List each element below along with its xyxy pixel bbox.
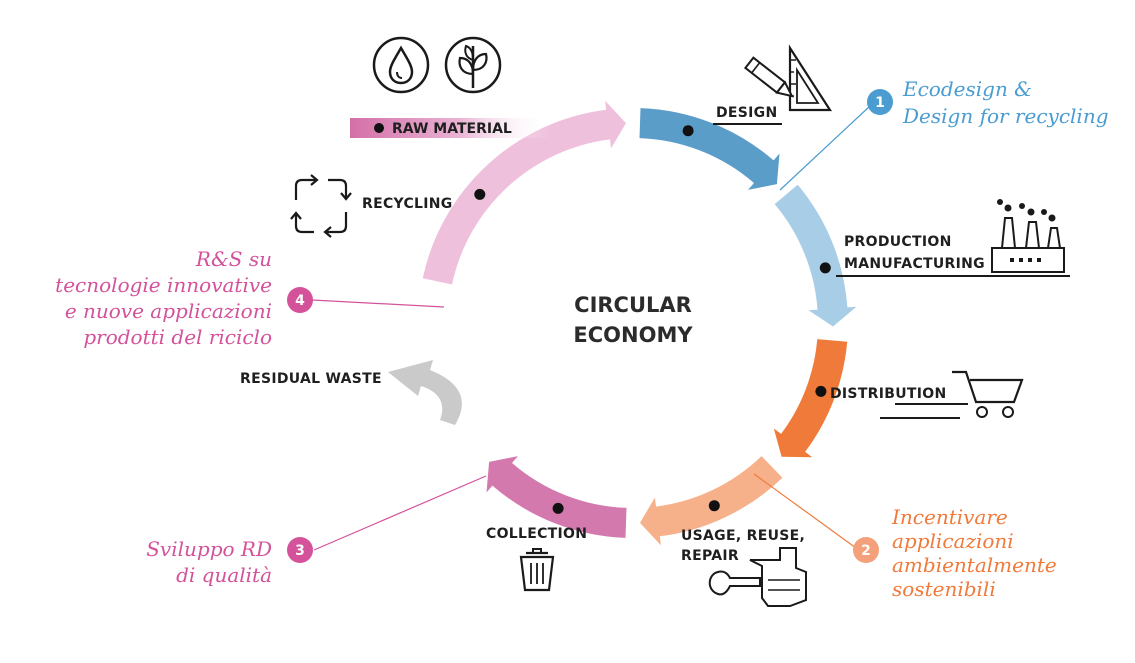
factory-icon — [991, 199, 1065, 273]
ring-segment-distribution-dot — [815, 385, 827, 397]
center-title-line1: CIRCULAR — [574, 293, 692, 317]
design-label: DESIGN — [716, 105, 778, 121]
note-2-line3: ambientalmente — [892, 553, 1057, 577]
raw-material-bar: RAW MATERIAL — [350, 118, 550, 138]
ring-segment-design — [639, 108, 780, 190]
note-4-badge — [287, 287, 313, 313]
note-2-line2: applicazioni — [892, 529, 1014, 553]
recycle-arrows-icon — [290, 174, 352, 238]
ring-segment-production — [774, 184, 857, 327]
raw-material-dot — [374, 123, 384, 133]
wrench-hand-icon — [708, 547, 807, 607]
production-label-line2: MANUFACTURING — [844, 256, 985, 272]
residual-waste-label: RESIDUAL WASTE — [240, 371, 382, 387]
usage-label-line2: REPAIR — [681, 548, 739, 564]
note-2-line1: Incentivare — [891, 505, 1008, 529]
note-4-number: 4 — [295, 293, 305, 309]
water-drop-icon — [372, 36, 430, 94]
usage-label-line1: USAGE, REUSE, — [681, 528, 805, 544]
ring — [388, 100, 857, 546]
production-label-line1: PRODUCTION — [844, 234, 952, 250]
note-4-line3: e nuove applicazioni — [65, 299, 272, 323]
center-title: CIRCULAR ECONOMY — [573, 293, 693, 347]
note-3: 3 Sviluppo RD di qualità — [146, 537, 313, 587]
note-1-badge — [867, 89, 893, 115]
pencil-ruler-icon — [743, 44, 833, 112]
note-4-line1: R&S su — [195, 247, 272, 271]
cart-icon — [952, 370, 1024, 418]
ring-segment-recycling-dot — [474, 188, 486, 200]
ring-segment-collection — [486, 456, 627, 538]
callout-line-3 — [313, 475, 487, 551]
note-1: 1 Ecodesign & Design for recycling — [867, 77, 1109, 128]
ring-segment-production-dot — [819, 262, 831, 274]
note-1-line1: Ecodesign & — [902, 77, 1032, 101]
note-4-line2: tecnologie innovative — [55, 273, 272, 297]
note-2-line4: sostenibili — [892, 577, 996, 601]
note-1-line2: Design for recycling — [902, 104, 1109, 128]
note-1-number: 1 — [875, 95, 885, 111]
trash-bin-icon — [519, 548, 555, 592]
residual-waste-arrow — [388, 360, 462, 425]
callout-line-1 — [779, 105, 871, 191]
ring-segment-design-dot — [682, 125, 694, 137]
ring-segment-recycling — [422, 100, 626, 285]
note-2-number: 2 — [861, 543, 871, 559]
recycling-label: RECYCLING — [362, 196, 453, 212]
note-3-line1: Sviluppo RD — [146, 537, 272, 561]
callout-line-2 — [753, 473, 857, 549]
note-4-line4: prodotti del riciclo — [83, 325, 272, 349]
raw-material-band — [350, 118, 550, 138]
note-3-number: 3 — [295, 543, 305, 559]
ring-segment-distribution — [773, 339, 848, 458]
ring-segment-collection-dot — [552, 502, 564, 514]
center-title-line2: ECONOMY — [573, 323, 693, 347]
ring-segment-usage — [640, 456, 783, 546]
note-4: 4 R&S su tecnologie innovative e nuove a… — [55, 247, 313, 349]
note-2: 2 Incentivare applicazioni ambientalment… — [853, 505, 1057, 601]
raw-material-label: RAW MATERIAL — [392, 121, 512, 137]
note-3-badge — [287, 537, 313, 563]
note-2-badge — [853, 537, 879, 563]
plant-icon — [444, 36, 502, 94]
callout-line-4 — [311, 299, 445, 308]
distribution-label: DISTRIBUTION — [830, 386, 946, 402]
collection-label: COLLECTION — [486, 526, 587, 542]
note-3-line2: di qualità — [176, 563, 272, 587]
ring-segment-usage-dot — [708, 500, 720, 512]
